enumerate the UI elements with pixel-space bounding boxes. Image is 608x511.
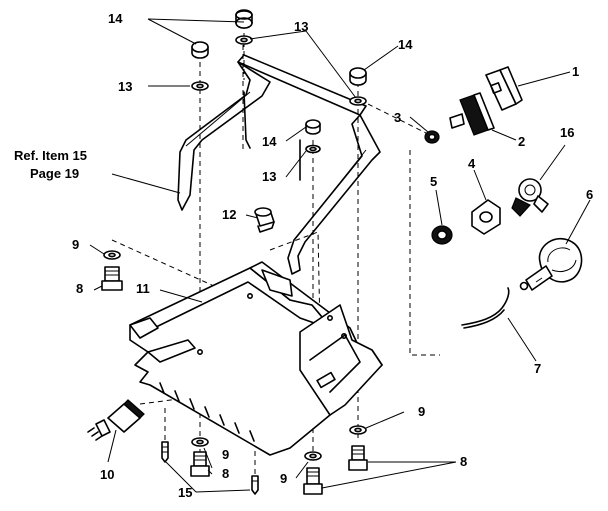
- callout-11: 11: [136, 281, 150, 296]
- callout-2: 2: [518, 134, 525, 149]
- callout-1: 1: [572, 64, 579, 79]
- callout-13-top: 13: [294, 19, 308, 34]
- callout-14-top: 14: [108, 11, 123, 26]
- callout-12: 12: [222, 207, 236, 222]
- nut-14-top: [235, 9, 253, 29]
- washer-3: [424, 130, 440, 144]
- tether-7: [461, 287, 510, 329]
- switch-10: [87, 399, 145, 441]
- callout-4: 4: [468, 156, 476, 171]
- bushing-12: [254, 207, 275, 233]
- nut-14-mid: [305, 119, 321, 135]
- bolt-8-right-a: [348, 445, 368, 471]
- callout-9-bottom: 9: [280, 471, 287, 486]
- screws-15: [161, 441, 259, 495]
- nut-14-left: [191, 41, 209, 59]
- callout-10: 10: [100, 467, 114, 482]
- callout-15: 15: [178, 485, 192, 500]
- nut-14-right: [349, 67, 367, 86]
- callout-5: 5: [430, 174, 437, 189]
- handle-frame: [177, 54, 381, 275]
- callout-13-left: 13: [118, 79, 132, 94]
- bolt-8-center: [190, 451, 210, 477]
- callout-8-left: 8: [76, 281, 83, 296]
- key-16: [511, 178, 549, 217]
- callout-7: 7: [534, 361, 541, 376]
- callout-labels: 14 13 14 13 1 3 2 14 13 16 4 5 6 12 9 8 …: [72, 11, 593, 500]
- callout-6: 6: [586, 187, 593, 202]
- bolt-8-left: [101, 266, 123, 291]
- reference-note-line2: Page 19: [30, 166, 79, 181]
- callout-16: 16: [560, 125, 574, 140]
- callout-9-center: 9: [222, 447, 229, 462]
- control-knob-1: [485, 66, 523, 111]
- reference-note-line1: Ref. Item 15: [14, 148, 87, 163]
- callout-9-left: 9: [72, 237, 79, 252]
- callout-14-mid: 14: [262, 134, 277, 149]
- control-lever-2: [449, 92, 495, 136]
- base-chassis: [129, 261, 383, 456]
- bolt-8-right-b: [303, 467, 323, 495]
- fuel-cap-6: [519, 237, 583, 291]
- callout-8-right: 8: [460, 454, 467, 469]
- nut-5: [431, 225, 453, 245]
- callout-9-right: 9: [418, 404, 425, 419]
- callout-13-mid: 13: [262, 169, 276, 184]
- callout-14-right: 14: [398, 37, 413, 52]
- callout-8-center: 8: [222, 466, 229, 481]
- callout-3: 3: [394, 110, 401, 125]
- reference-note: Ref. Item 15 Page 19: [14, 148, 87, 181]
- washers: [103, 35, 367, 461]
- leader-lines: [89, 18, 591, 493]
- lock-plate-4: [471, 199, 501, 235]
